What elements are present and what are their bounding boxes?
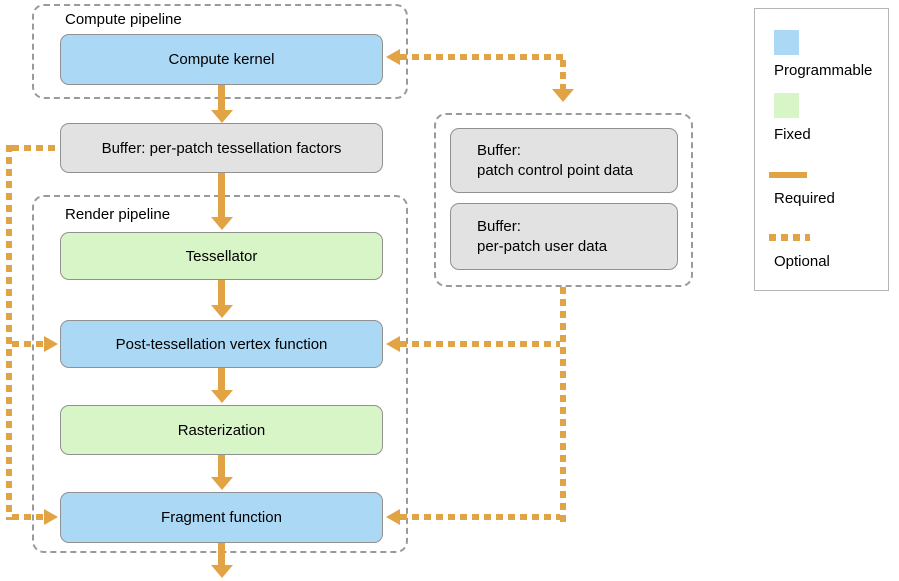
per-patch-user-data-buffer-line1: Buffer: <box>477 217 521 235</box>
legend-label-programmable: Programmable <box>774 62 873 79</box>
compute-kernel-node: Compute kernel <box>60 34 383 85</box>
rasterization-label: Rasterization <box>177 421 266 439</box>
fragment-function-node: Fragment function <box>60 492 383 543</box>
patch-buffers-group <box>434 113 693 287</box>
tessellator-label: Tessellator <box>185 247 258 265</box>
post-tessellation-vertex-function-label: Post-tessellation vertex function <box>115 335 328 353</box>
per-patch-user-data-buffer-line2: per-patch user data <box>477 237 608 255</box>
render-pipeline-label: Render pipeline <box>65 206 171 223</box>
legend-label-fixed: Fixed <box>774 126 811 143</box>
per-patch-user-data-buffer-node: Buffer: per-patch user data <box>450 203 678 270</box>
tessellation-factors-buffer-node: Buffer: per-patch tessellation factors <box>60 123 383 173</box>
post-tessellation-vertex-function-node: Post-tessellation vertex function <box>60 320 383 368</box>
patch-control-point-buffer-line1: Buffer: <box>477 141 521 159</box>
legend-label-optional: Optional <box>774 253 830 270</box>
patch-control-point-buffer-line2: patch control point data <box>477 161 633 179</box>
required-line-swatch <box>769 172 807 178</box>
legend: Programmable Fixed Required Optional <box>754 8 889 291</box>
tessellator-node: Tessellator <box>60 232 383 280</box>
programmable-color-swatch <box>774 30 799 55</box>
tessellation-factors-buffer-label: Buffer: per-patch tessellation factors <box>101 139 342 157</box>
compute-pipeline-label: Compute pipeline <box>65 11 182 28</box>
fragment-function-label: Fragment function <box>161 509 282 526</box>
fixed-color-swatch <box>774 93 799 118</box>
optional-line-swatch <box>769 234 810 241</box>
legend-label-required: Required <box>774 190 835 207</box>
rasterization-node: Rasterization <box>60 405 383 455</box>
patch-control-point-buffer-node: Buffer: patch control point data <box>450 128 678 193</box>
compute-kernel-label: Compute kernel <box>168 51 275 68</box>
